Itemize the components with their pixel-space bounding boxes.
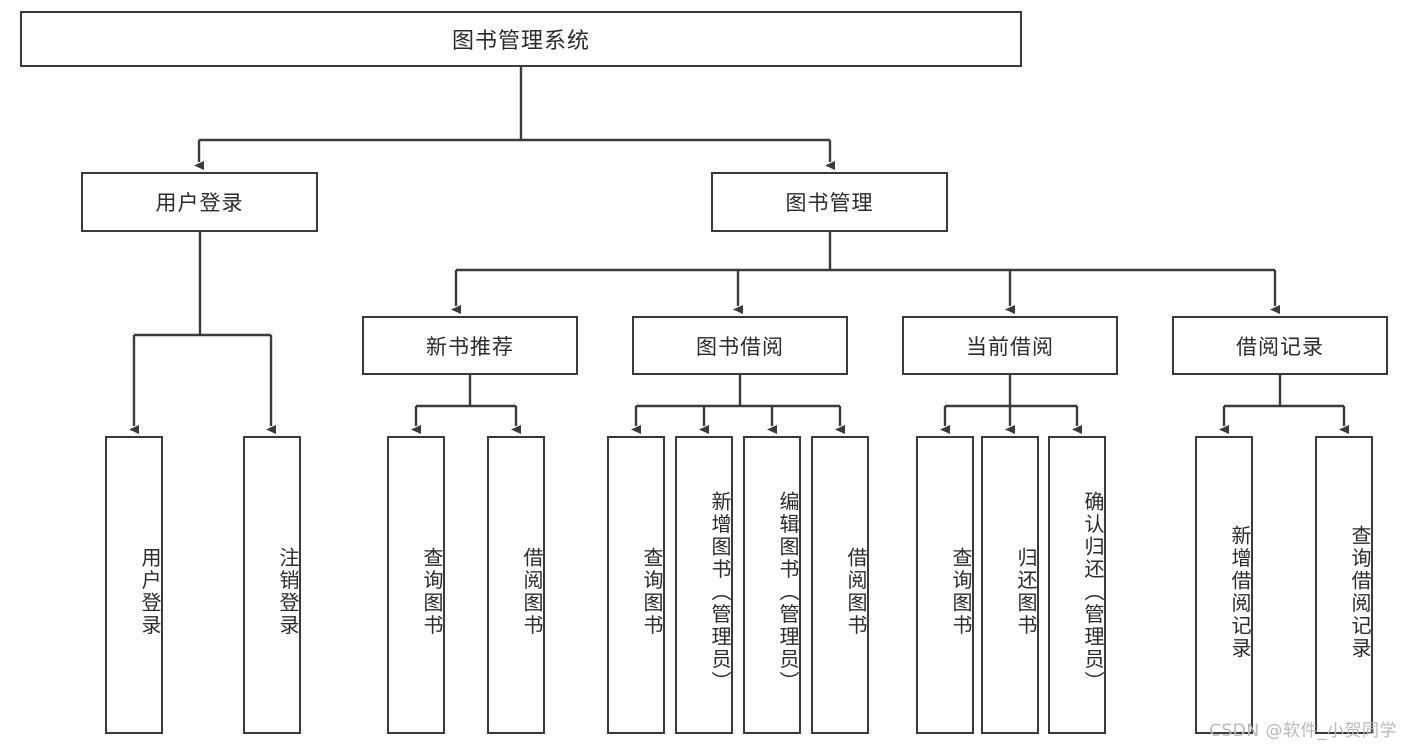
node-level2-current-borrow[interactable]: 当前借阅 (902, 316, 1118, 375)
node-level2-borrow-record[interactable]: 借阅记录 (1172, 316, 1388, 375)
node-leaf-query-book-3[interactable]: 查询图书 (916, 436, 974, 734)
node-leaf-edit-book-admin[interactable]: 编辑图书（管理员） (743, 436, 801, 734)
node-leaf-query-borrow-record[interactable]: 查询借阅记录 (1315, 436, 1373, 734)
node-level1-book-management[interactable]: 图书管理 (711, 172, 948, 232)
node-level1-user-login[interactable]: 用户登录 (81, 172, 318, 232)
watermark: CSDN @软件_小贺同学 (1209, 721, 1397, 741)
node-root[interactable]: 图书管理系统 (20, 11, 1022, 67)
node-leaf-confirm-return-admin[interactable]: 确认归还（管理员） (1048, 436, 1106, 734)
node-leaf-query-book-1[interactable]: 查询图书 (387, 436, 445, 734)
node-leaf-logout[interactable]: 注销登录 (243, 436, 301, 734)
node-leaf-return-book[interactable]: 归还图书 (981, 436, 1039, 734)
node-leaf-borrow-book-1[interactable]: 借阅图书 (487, 436, 545, 734)
node-leaf-add-book-admin[interactable]: 新增图书（管理员） (675, 436, 733, 734)
node-level2-book-borrow[interactable]: 图书借阅 (632, 316, 848, 375)
node-level2-new-book-recommend[interactable]: 新书推荐 (362, 316, 578, 375)
node-leaf-query-book-2[interactable]: 查询图书 (607, 436, 665, 734)
node-leaf-user-login[interactable]: 用户登录 (105, 436, 163, 734)
node-leaf-add-borrow-record[interactable]: 新增借阅记录 (1195, 436, 1253, 734)
node-leaf-borrow-book-2[interactable]: 借阅图书 (811, 436, 869, 734)
